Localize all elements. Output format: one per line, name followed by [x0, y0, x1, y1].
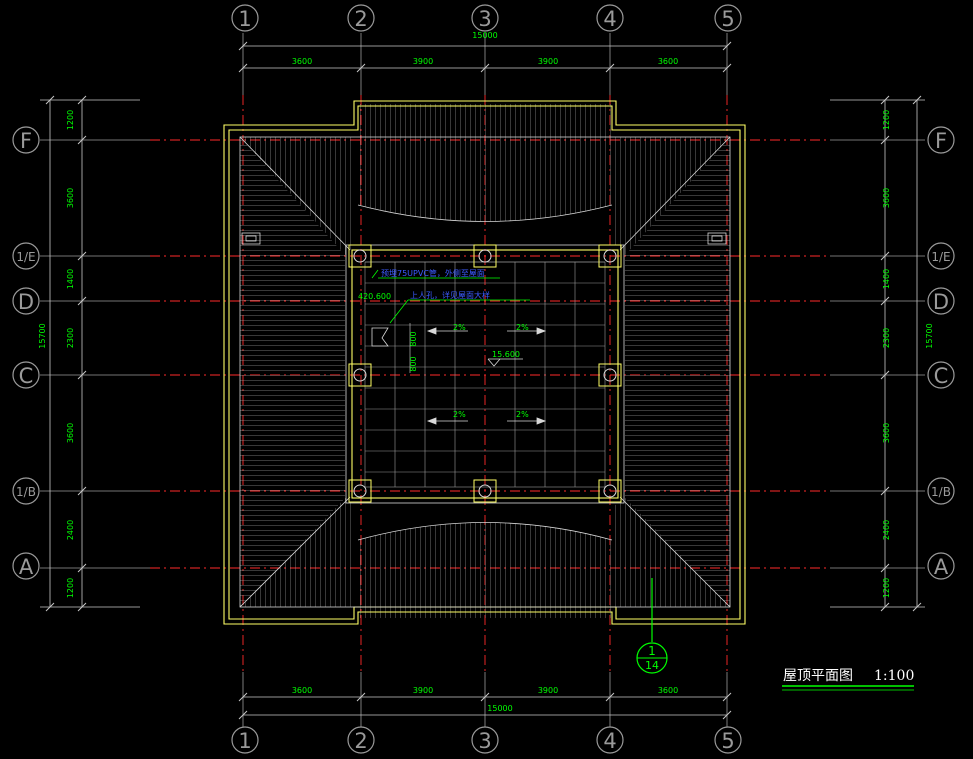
bottom-dimensions: 3600 3900 3900 3600 15000 — [238, 686, 732, 720]
dim-span-bottom-4: 3600 — [658, 686, 678, 695]
columns — [348, 244, 622, 503]
dim-right-6: 2400 — [882, 520, 891, 540]
dim-800-a: 800 — [409, 331, 418, 346]
dim-right-3: 1400 — [882, 269, 891, 289]
dim-800-b: 800 — [409, 356, 418, 371]
left-dimensions: 15700 1200 3600 1400 2300 3600 2400 1200 — [38, 95, 140, 612]
dim-span-top-3: 3900 — [538, 57, 558, 66]
dim-span-top-1: 3600 — [292, 57, 312, 66]
note-drain-pipe: 预埋75UPVC管，外侧至屋面 — [381, 268, 485, 278]
dim-left-2: 3600 — [66, 188, 75, 208]
annotations: 预埋75UPVC管，外侧至屋面 420.600 上人孔，详见屋面大样 800 8… — [358, 268, 547, 425]
top-dimensions: 15000 3600 3900 3900 3600 — [238, 31, 732, 73]
axis-label-1-top: 1 — [238, 7, 251, 31]
axis-label-D-right: D — [933, 290, 949, 314]
slope-2: 2% — [516, 323, 529, 332]
axis-label-5-bottom: 5 — [721, 729, 734, 753]
axis-label-3-bottom: 3 — [478, 729, 491, 753]
axis-label-1E-right: 1/E — [931, 250, 950, 264]
dim-left-5: 3600 — [66, 423, 75, 443]
axis-label-D-left: D — [18, 290, 34, 314]
dim-right-1: 1200 — [882, 110, 891, 130]
dim-right-2: 3600 — [882, 188, 891, 208]
left-axis-bubbles: F 1/E D C 1/B A — [12, 126, 40, 580]
dim-span-bottom-1: 3600 — [292, 686, 312, 695]
dim-right-7: 1200 — [882, 578, 891, 598]
axis-label-F-right: F — [935, 129, 947, 153]
right-axis-bubbles: F 1/E D C 1/B A — [927, 126, 955, 580]
axis-label-1E-left: 1/E — [16, 250, 35, 264]
axis-label-2-bottom: 2 — [354, 729, 367, 753]
dim-span-bottom-2: 3900 — [413, 686, 433, 695]
right-dimensions: 15700 1200 3600 1400 2300 3600 2400 1200 — [830, 95, 934, 612]
detail-number: 1 — [648, 644, 656, 658]
dim-total-bottom: 15000 — [487, 704, 512, 713]
axis-label-1B-left: 1/B — [16, 485, 36, 499]
axis-label-2-top: 2 — [354, 7, 367, 31]
dim-left-1: 1200 — [66, 110, 75, 130]
dim-left-3: 1400 — [66, 269, 75, 289]
axis-label-C-left: C — [19, 364, 34, 388]
roof-outline — [223, 100, 746, 625]
slope-1: 2% — [453, 323, 466, 332]
drawing-scale: 1:100 — [874, 668, 914, 684]
dim-left-6: 2400 — [66, 520, 75, 540]
axis-label-F-left: F — [20, 129, 32, 153]
axis-label-3-top: 3 — [478, 7, 491, 31]
axis-label-4-bottom: 4 — [603, 729, 616, 753]
dim-span-bottom-3: 3900 — [538, 686, 558, 695]
axis-label-1-bottom: 1 — [238, 729, 251, 753]
dim-span-top-4: 3600 — [658, 57, 678, 66]
slope-4: 2% — [516, 410, 529, 419]
grid-extension-lines — [40, 33, 925, 727]
axis-label-1B-right: 1/B — [931, 485, 951, 499]
axis-label-4-top: 4 — [603, 7, 616, 31]
note-access-hatch: 上人孔，详见屋面大样 — [410, 290, 490, 300]
axis-label-A-right: A — [934, 555, 949, 579]
detail-sheet: 14 — [645, 659, 659, 672]
note-elevation-small: 420.600 — [358, 292, 391, 301]
axis-label-5-top: 5 — [721, 7, 734, 31]
drawing-title: 屋顶平面图 — [783, 668, 853, 684]
dim-right-4: 2300 — [882, 328, 891, 348]
dim-total-left: 15700 — [38, 323, 47, 348]
bottom-axis-bubbles: 1 2 3 4 5 — [231, 726, 742, 754]
axis-label-A-left: A — [19, 555, 34, 579]
slope-3: 2% — [453, 410, 466, 419]
top-axis-bubbles: 1 2 3 4 5 — [231, 4, 742, 32]
dim-left-7: 1200 — [66, 578, 75, 598]
dim-total-top: 15000 — [472, 31, 497, 40]
roof-slopes — [240, 104, 730, 618]
dim-span-top-2: 3900 — [413, 57, 433, 66]
dim-left-4: 2300 — [66, 328, 75, 348]
axis-label-C-right: C — [934, 364, 949, 388]
dim-total-right: 15700 — [925, 323, 934, 348]
drain-outlets — [241, 232, 727, 245]
detail-callout: 1 14 — [636, 578, 668, 674]
hip-ridges — [239, 136, 731, 608]
drawing-title-block: 屋顶平面图 1:100 — [782, 668, 914, 691]
elevation-label: 15.600 — [492, 350, 520, 359]
dim-right-5: 3600 — [882, 423, 891, 443]
